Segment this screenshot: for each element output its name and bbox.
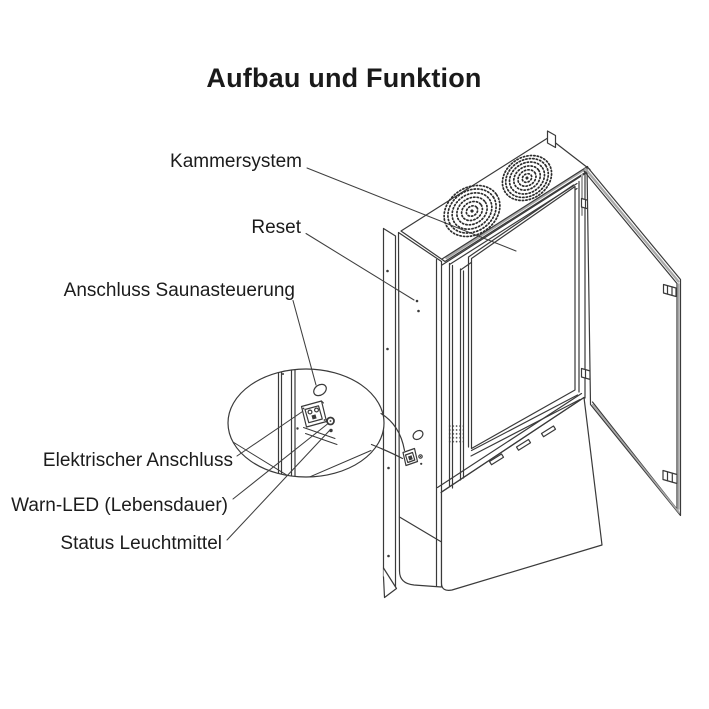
label-elektrischer-anschluss: Elektrischer Anschluss [42,450,233,471]
base-skirt [440,396,603,591]
warn-led-magnified [326,416,335,426]
leader-elektrischer-anschluss [236,410,304,457]
door-latches [662,283,678,485]
fan-grille-left-icon [443,184,501,238]
reset-holes [415,299,420,313]
detail-bubble [227,368,406,478]
leader-anschluss-saunasteuerung [292,299,317,386]
side-panel-leds [418,454,423,465]
cabinet-top [400,130,591,263]
panel-screw-holes [386,269,390,558]
label-anschluss-saunasteuerung: Anschluss Saunasteuerung [63,280,295,301]
label-kammersystem: Kammersystem [170,151,302,172]
chamber-interior [436,165,589,494]
status-led-magnified [329,428,333,433]
leader-status-leuchtmittel [226,429,331,541]
leader-kammersystem [306,167,517,252]
cabinet-door [583,165,682,517]
leader-lines [226,167,517,541]
back-mounting-panel [382,227,398,599]
page-title: Aufbau und Funktion [206,63,482,93]
bubble-pointer [370,412,406,460]
label-status-leuchtmittel: Status Leuchtmittel [60,533,222,554]
vent-hole-grid [447,423,463,444]
control-port-hole [412,429,424,441]
cabinet-side-panel [397,231,443,588]
power-inlet [402,447,419,467]
label-reset: Reset [251,217,301,238]
fan-grille-right-icon [501,154,553,202]
leader-reset [305,232,415,301]
control-port-magnified [313,383,327,397]
vent-slots [488,425,557,466]
leader-warn-led [232,423,329,500]
label-warn-led: Warn-LED (Lebensdauer) [11,495,228,516]
